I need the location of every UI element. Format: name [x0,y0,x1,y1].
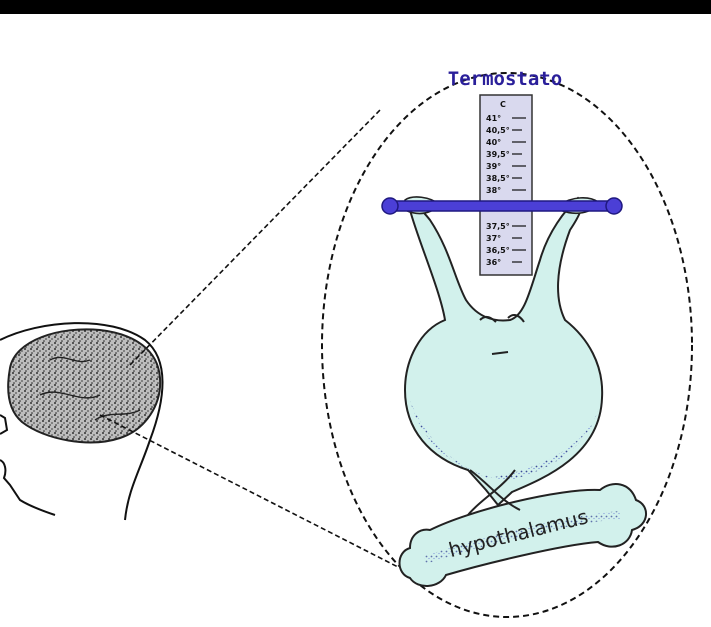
scale-mark: 38° [486,186,501,195]
thermostat-label: Termostato [448,68,562,90]
scale-mark: 40° [486,138,501,147]
scale-mark: 36,5° [486,246,510,255]
brain [8,329,160,442]
thermostat-bar [382,198,622,214]
scale-mark: 37° [486,234,501,243]
scale-unit: C [500,100,506,109]
thermometer-scale: C 41° 40,5° 40° 39,5° 39° 38,5° 38° 37, [480,95,532,275]
scale-mark: 39,5° [486,150,510,159]
scale-mark: 40,5° [486,126,510,135]
zoom-lines [100,108,398,567]
scale-mark: 37,5° [486,222,510,231]
scale-mark: 41° [486,114,501,123]
scale-mark: 36° [486,258,501,267]
bone: hypothalamus [400,484,647,586]
scale-mark: 39° [486,162,501,171]
scale-mark: 38,5° [486,174,510,183]
